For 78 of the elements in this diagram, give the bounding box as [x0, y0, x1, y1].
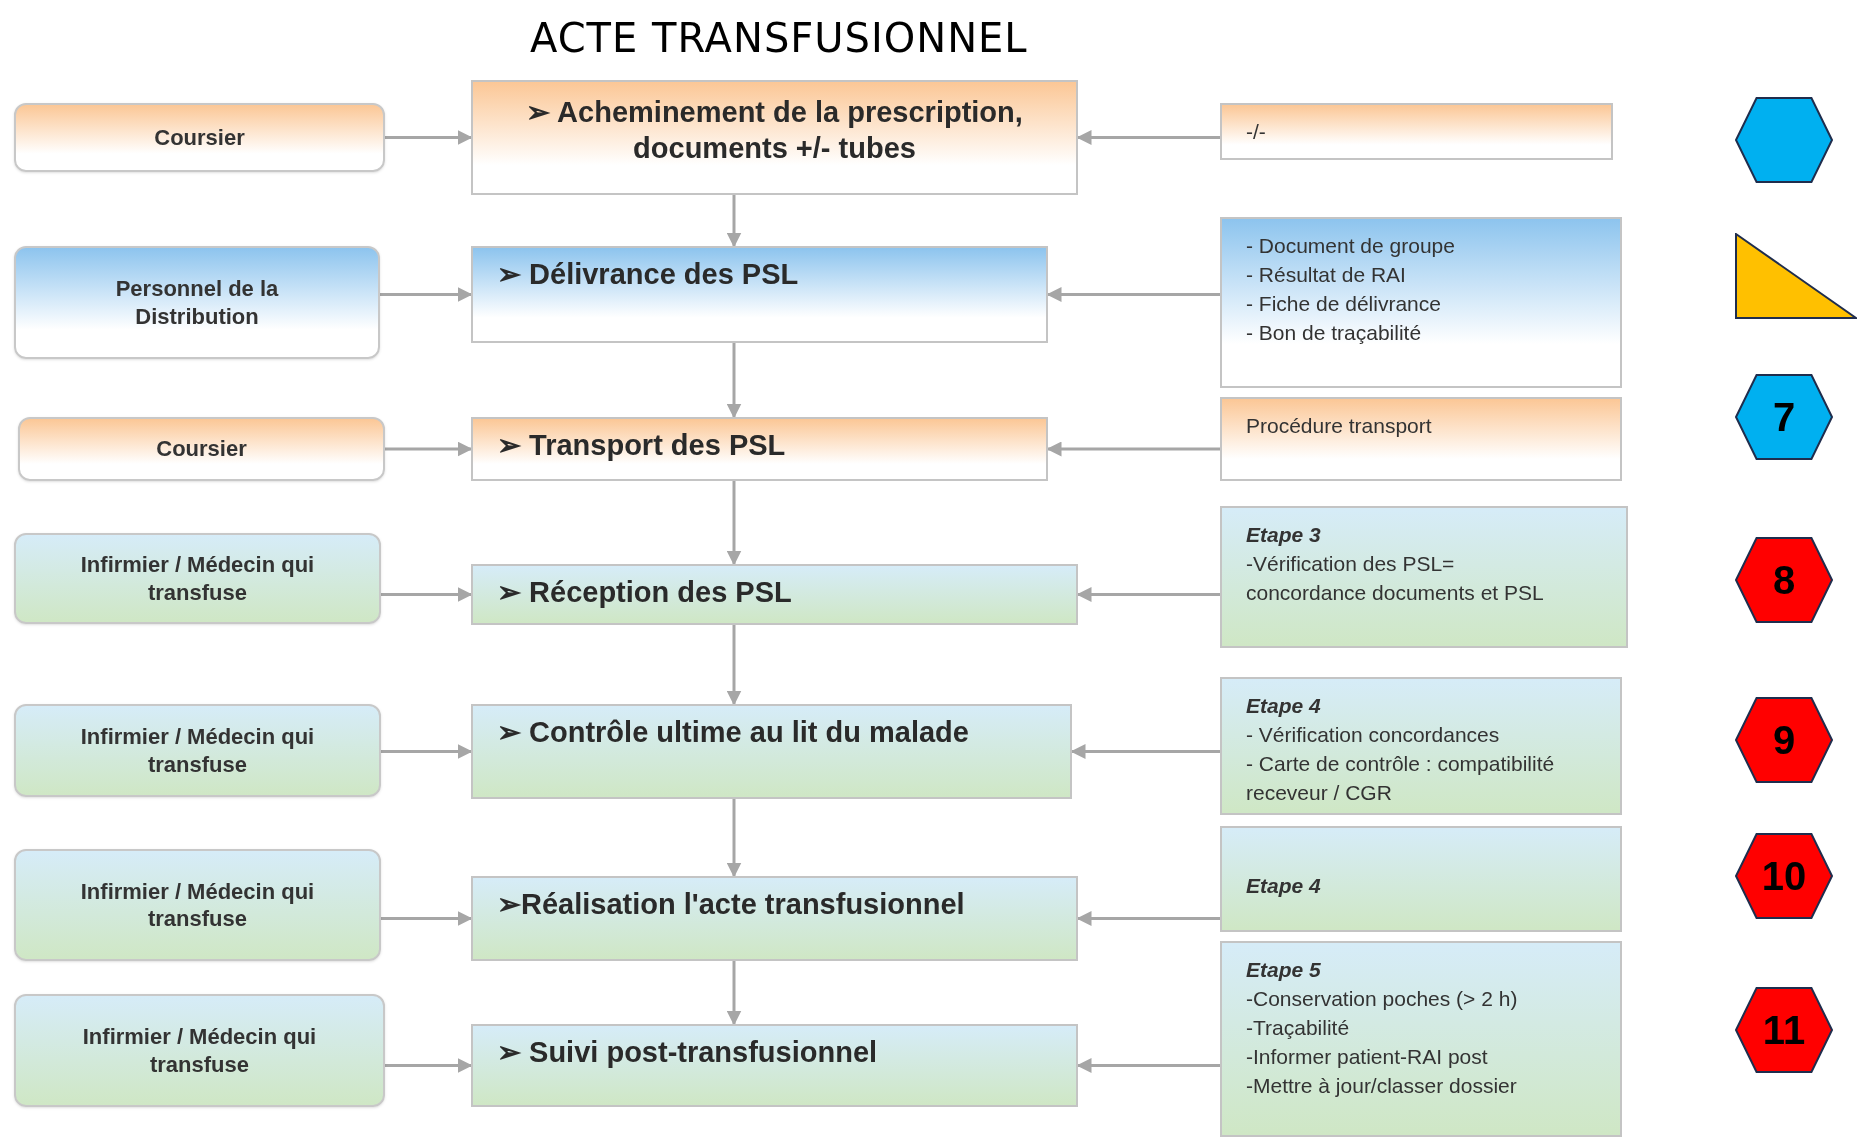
role-label: Infirmier / Médecin qui transfuse	[81, 1023, 318, 1078]
document-item: -/-	[1246, 119, 1267, 145]
document-item: - Carte de contrôle : compatibilité receveur / CGR	[1246, 751, 1556, 806]
step-number: 9	[1772, 720, 1796, 760]
step-number: 11	[1762, 1010, 1806, 1050]
arrow	[381, 587, 473, 602]
step-box	[471, 876, 1078, 961]
number-hexagon	[1735, 987, 1833, 1073]
role-box	[14, 704, 381, 797]
document-box	[1220, 506, 1628, 648]
document-item: - Document de groupe	[1246, 233, 1456, 259]
step-number: 10	[1761, 856, 1807, 896]
role-box	[14, 849, 381, 961]
step-box	[471, 80, 1078, 195]
role-label: Coursier	[156, 435, 247, 463]
arrow	[726, 625, 742, 706]
step-title: ➢ Contrôle ultime au lit du malade	[497, 715, 970, 750]
number-hexagon	[1735, 697, 1833, 783]
document-box	[1220, 103, 1613, 160]
arrow	[726, 961, 742, 1026]
document-item: -Traçabilité	[1246, 1015, 1351, 1041]
arrow	[381, 911, 473, 926]
diagram-title: ACTE TRANSFUSIONNEL	[530, 14, 1028, 63]
arrow	[381, 744, 473, 759]
step-number: 8	[1772, 560, 1796, 600]
arrow	[726, 195, 742, 248]
step-heading: Etape 4	[1246, 693, 1322, 719]
arrow	[385, 1058, 473, 1073]
step-title: ➢Réalisation l'acte transfusionnel	[497, 887, 966, 922]
role-box	[14, 994, 385, 1107]
document-item: - Bon de traçabilité	[1246, 320, 1423, 346]
number-hexagon	[1735, 833, 1833, 919]
step-number: 7	[1772, 397, 1796, 437]
arrow	[385, 441, 473, 457]
step-title: ➢ Délivrance des PSL	[497, 257, 800, 292]
document-box	[1220, 941, 1622, 1137]
step-title: ➢ Acheminement de la prescription, documents +/- tubes	[525, 95, 1024, 167]
role-label: Coursier	[154, 123, 245, 152]
step-box	[471, 246, 1048, 343]
step-title: ➢ Réception des PSL	[497, 575, 793, 610]
triangle-shape	[1735, 233, 1857, 319]
document-item: - Résultat de RAI	[1246, 262, 1407, 288]
document-item: - Fiche de délivrance	[1246, 291, 1442, 317]
step-heading: Etape 5	[1246, 957, 1322, 983]
role-box	[14, 533, 381, 624]
document-item: -Conservation poches (> 2 h)	[1246, 986, 1519, 1012]
step-heading: Etape 3	[1246, 522, 1322, 548]
document-box	[1220, 217, 1622, 388]
step-title: ➢ Transport des PSL	[497, 428, 787, 463]
arrow	[385, 130, 473, 145]
document-item: - Vérification concordances	[1246, 722, 1501, 748]
document-item: -Informer patient-RAI post	[1246, 1044, 1489, 1070]
step-box	[471, 564, 1078, 625]
number-hexagon	[1735, 97, 1833, 183]
step-box	[471, 704, 1072, 799]
role-box	[18, 417, 385, 481]
number-hexagon	[1735, 374, 1833, 460]
step-box	[471, 417, 1048, 481]
step-title: ➢ Suivi post-transfusionnel	[497, 1035, 879, 1070]
role-label: Infirmier / Médecin qui transfuse	[79, 877, 316, 933]
role-label: Infirmier / Médecin qui transfuse	[79, 723, 316, 778]
number-hexagon	[1735, 537, 1833, 623]
role-box	[14, 103, 385, 172]
role-box	[14, 246, 380, 359]
arrow	[380, 287, 473, 302]
step-box	[471, 1024, 1078, 1107]
role-label: Infirmier / Médecin qui transfuse	[79, 551, 316, 606]
document-box	[1220, 397, 1622, 481]
document-item: -Vérification des PSL= concordance documents et PSL	[1246, 551, 1545, 606]
arrow	[726, 799, 742, 878]
document-item: -Mettre à jour/classer dossier	[1246, 1073, 1518, 1099]
document-box	[1220, 826, 1622, 932]
document-item: Procédure transport	[1246, 413, 1433, 439]
arrow	[726, 343, 742, 419]
arrow	[726, 481, 742, 566]
role-label: Personnel de la Distribution	[114, 275, 280, 330]
document-box	[1220, 677, 1622, 815]
step-heading: Etape 4	[1246, 872, 1322, 899]
